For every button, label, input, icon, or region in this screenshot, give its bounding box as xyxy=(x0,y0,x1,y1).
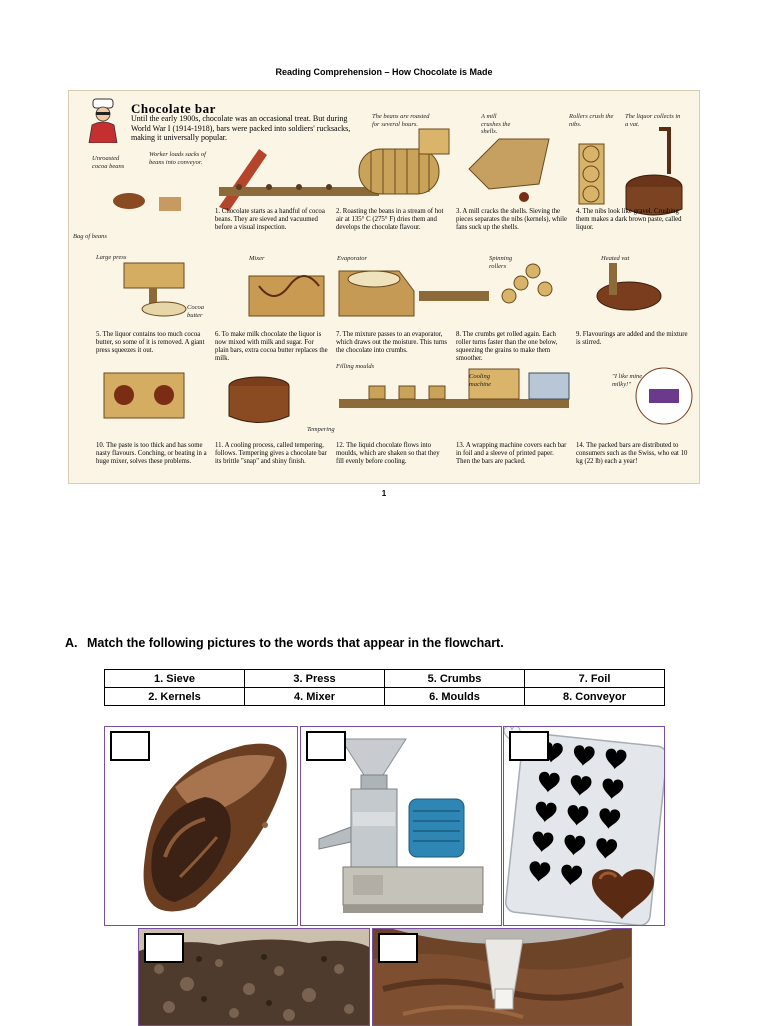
chocolate-flowchart: Chocolate bar Until the early 1900s, cho… xyxy=(68,90,700,484)
step-3: 3. A mill cracks the shells. Sieving the… xyxy=(456,208,567,231)
heart-mould-icon xyxy=(504,727,664,925)
step-8: 8. The crumbs get rolled again. Each rol… xyxy=(456,331,558,362)
answer-box-3[interactable] xyxy=(509,731,549,761)
answer-box-1[interactable] xyxy=(110,731,150,761)
cocoa-kernel-icon xyxy=(143,743,287,912)
step-14: 14. The packed bars are distributed to c… xyxy=(576,442,688,465)
step-1: 1. Chocolate starts as a handful of coco… xyxy=(215,208,325,231)
label-worker: Worker loads sacks of beans into conveyo… xyxy=(149,151,206,166)
exercise-instruction: A. Match the following pictures to the wo… xyxy=(65,636,504,650)
table-row: 2. Kernels 4. Mixer 6. Moulds 8. Conveyo… xyxy=(104,687,665,706)
word-bank-table: 1. Sieve 3. Press 5. Crumbs 7. Foil 2. K… xyxy=(104,669,665,706)
step-11: 11. A cooling process, called tempering,… xyxy=(215,442,327,465)
exercise-text: Match the following pictures to the word… xyxy=(87,636,504,650)
word-cell: 3. Press xyxy=(244,669,385,688)
label-roasted: The beans are roasted for several hours. xyxy=(372,113,430,128)
picture-card-4 xyxy=(138,928,370,1026)
page-number: 1 xyxy=(381,489,387,498)
label-mill: A mill crushes the shells. xyxy=(481,113,511,135)
label-spinning: Spinning rollers xyxy=(489,255,513,270)
label-filling: Filling moulds xyxy=(336,363,375,370)
label-cocoa-butter: Cocoa butter xyxy=(187,304,204,319)
word-cell: 4. Mixer xyxy=(244,687,385,706)
step-6: 6. To make milk chocolate the liquor is … xyxy=(215,331,328,362)
word-cell: 5. Crumbs xyxy=(384,669,525,688)
flow-row-1-illustration xyxy=(113,127,683,216)
step-7: 7. The mixture passes to an evaporator, … xyxy=(336,331,448,354)
step-13: 13. A wrapping machine covers each bar i… xyxy=(456,442,567,465)
word-cell: 1. Sieve xyxy=(104,669,245,688)
flow-row-3-illustration xyxy=(103,367,693,425)
label-tempering: Tempering xyxy=(307,426,335,433)
word-cell: 2. Kernels xyxy=(104,687,245,706)
step-2: 2. Roasting the beans in a stream of hot… xyxy=(336,208,444,231)
picture-card-2 xyxy=(300,726,502,926)
label-like: "I like mine milky!" xyxy=(612,373,643,388)
flowchart-intro: Until the early 1900s, chocolate was an … xyxy=(131,114,351,142)
answer-box-5[interactable] xyxy=(378,933,418,963)
answer-box-4[interactable] xyxy=(144,933,184,963)
label-bag: Bag of beans xyxy=(73,233,107,240)
grinding-mill-icon xyxy=(318,738,484,913)
step-10: 10. The paste is too thick and has some … xyxy=(96,442,207,465)
picture-card-1 xyxy=(104,726,298,926)
step-4: 4. The nibs look like gravel. Crushing t… xyxy=(576,208,682,231)
label-mixer: Mixer xyxy=(249,255,265,262)
picture-card-3 xyxy=(503,726,665,926)
label-evaporator: Evaporator xyxy=(337,255,367,262)
step-12: 12. The liquid chocolate flows into moul… xyxy=(336,442,440,465)
label-rollers: Rollers crush the nibs. xyxy=(569,113,614,128)
label-cooling: Cooling machine xyxy=(469,373,492,388)
chef-icon xyxy=(88,98,118,143)
page-title: Reading Comprehension – How Chocolate is… xyxy=(275,67,493,77)
picture-card-5 xyxy=(372,928,632,1026)
word-cell: 6. Moulds xyxy=(384,687,525,706)
table-row: 1. Sieve 3. Press 5. Crumbs 7. Foil xyxy=(104,669,665,688)
step-5: 5. The liquor contains too much cocoa bu… xyxy=(96,331,205,354)
crumbs-icon xyxy=(139,929,369,1025)
label-heated-vat: Heated vat xyxy=(601,255,630,262)
step-9: 9. Flavourings are added and the mixture… xyxy=(576,331,688,346)
exercise-letter: A. xyxy=(65,636,78,650)
flowchart-heading: Chocolate bar xyxy=(131,101,216,116)
label-vat: The liquor collects in a vat. xyxy=(625,113,681,128)
label-press: Large press xyxy=(96,254,127,261)
word-cell: 8. Conveyor xyxy=(524,687,665,706)
flow-row-2-illustration xyxy=(123,262,662,317)
label-unroasted: Unroasted cocoa beans xyxy=(92,155,125,170)
answer-box-2[interactable] xyxy=(306,731,346,761)
word-cell: 7. Foil xyxy=(524,669,665,688)
